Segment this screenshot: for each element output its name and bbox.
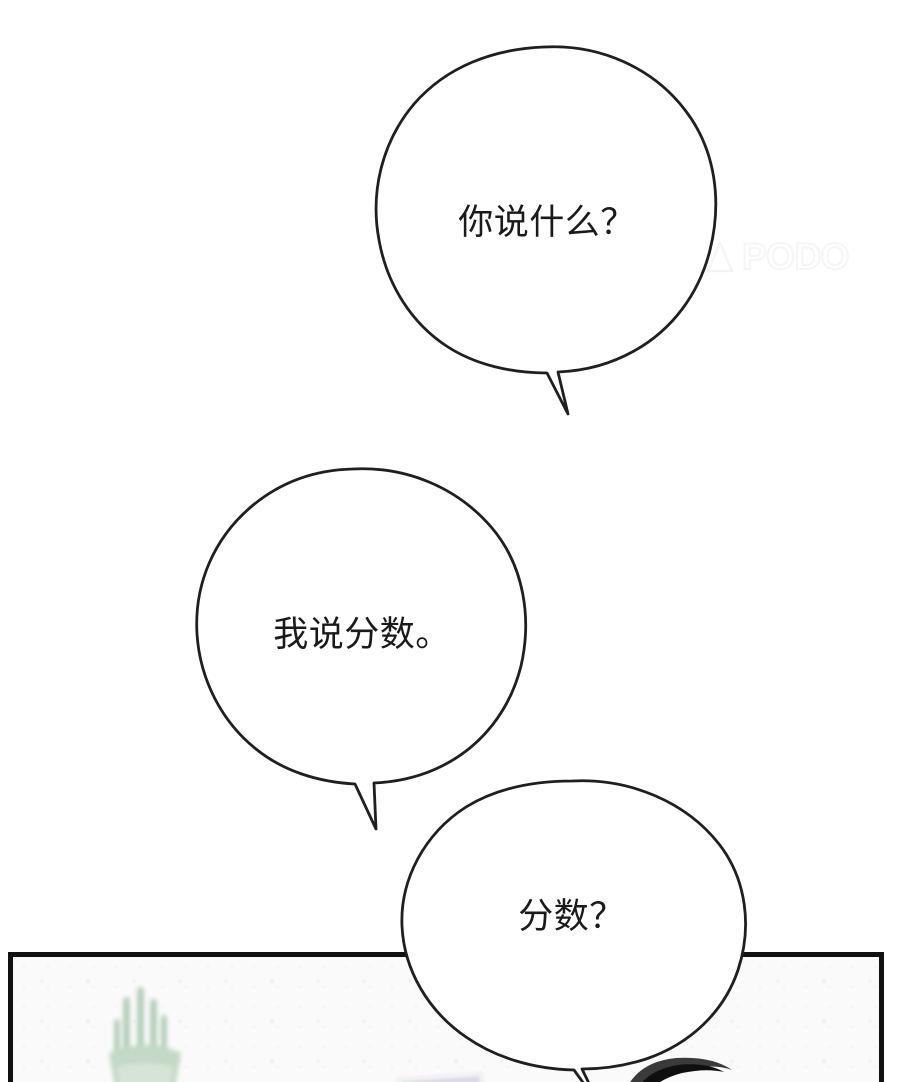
watermark-brand-text: PODO xyxy=(741,235,850,278)
speech-bubble-1-outline xyxy=(374,45,718,416)
speech-bubble-3-outline xyxy=(400,779,747,1082)
character-hair xyxy=(630,1057,732,1082)
speech-bubble-2-outline xyxy=(195,467,528,831)
speech-bubble-1: 你说什么？ xyxy=(372,42,722,416)
speech-bubble-1-text: 你说什么？ xyxy=(458,203,636,242)
podo-watermark: PODO xyxy=(683,232,888,282)
speech-bubble-2-text: 我说分数。 xyxy=(273,615,451,654)
speech-bubble-3: 分数？ xyxy=(394,776,749,1082)
speech-bubble-2: 我说分数。 xyxy=(192,464,532,831)
speech-bubble-3-text: 分数？ xyxy=(518,897,625,936)
potted-plant-icon xyxy=(109,987,181,1082)
